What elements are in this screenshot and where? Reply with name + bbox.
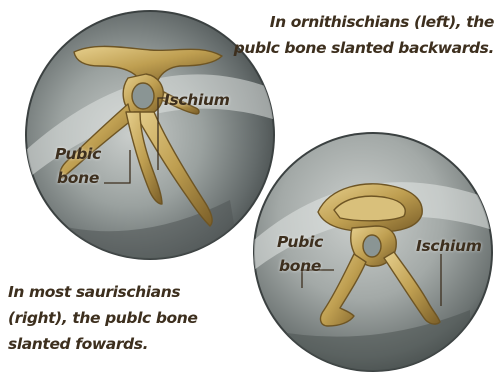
right-pubic-label-line1: Pubic: [270, 230, 330, 254]
left-pubic-label-line2: bone: [48, 166, 108, 190]
left-pubic-label: Pubic bone: [48, 142, 108, 190]
left-pubic-label-line1: Pubic: [48, 142, 108, 166]
right-pubic-label: Pubic bone: [270, 230, 330, 278]
right-ischium-label: Ischium: [416, 234, 482, 258]
ornithischian-caption: In ornithischians (left), the publc bone…: [224, 9, 494, 61]
saurischian-caption: In most saurischians (right), the publc …: [8, 279, 238, 357]
left-ischium-label: Ischium: [164, 88, 230, 112]
right-pubic-label-line2: bone: [270, 254, 330, 278]
